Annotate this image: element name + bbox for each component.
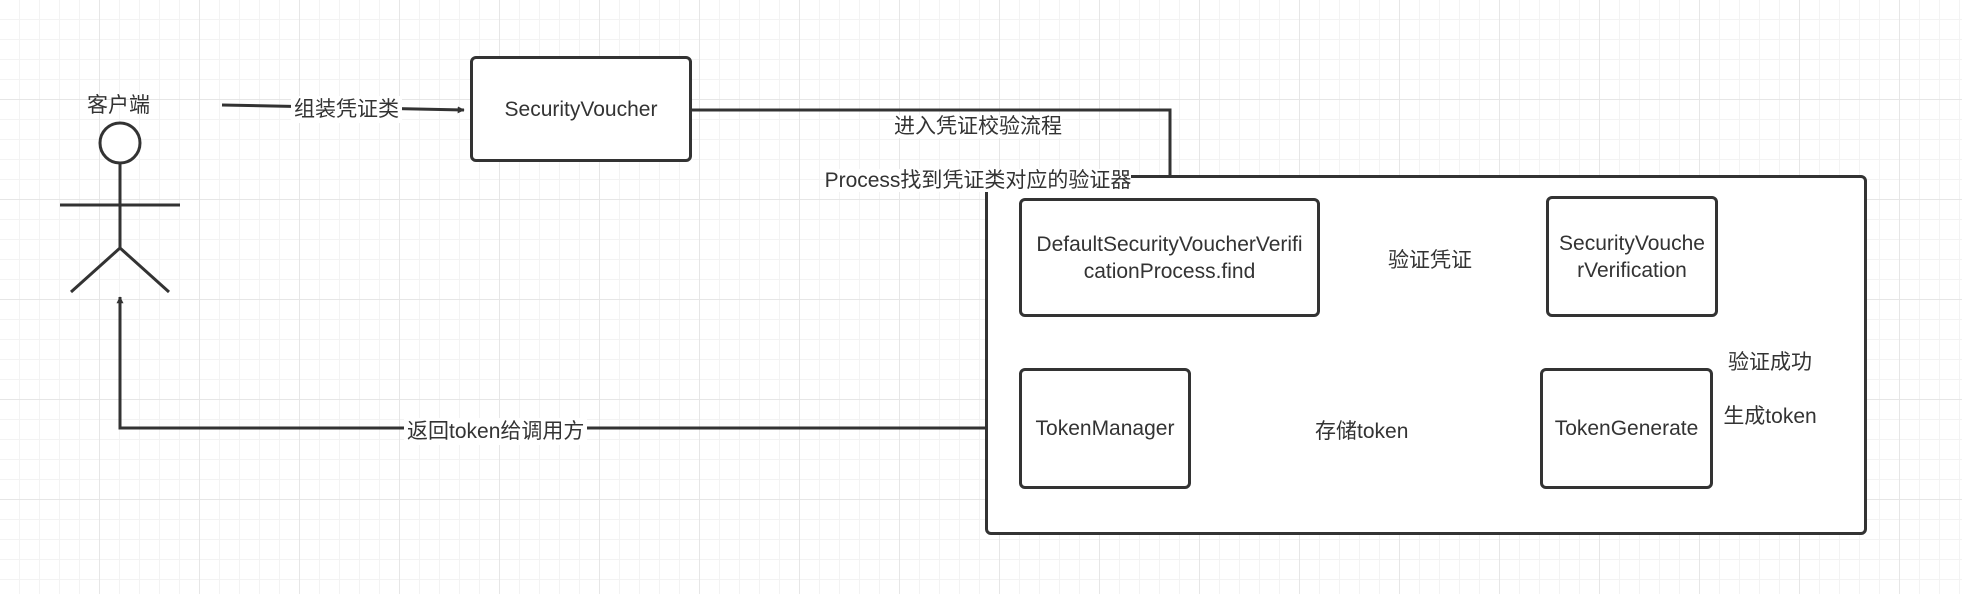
edge-label-verify-success: 验证成功 生成token xyxy=(1712,322,1828,457)
actor-figure xyxy=(60,121,180,294)
edge-label-verify-voucher: 验证凭证 xyxy=(1385,247,1475,274)
node-voucher-verification[interactable]: SecurityVoucherVerification xyxy=(1546,196,1718,317)
edge-label-return-token: 返回token给调用方 xyxy=(404,418,588,445)
node-token-generate[interactable]: TokenGenerate xyxy=(1540,368,1713,489)
edge-label-enter-flow-line1: 进入凭证校验流程 xyxy=(894,115,1062,138)
edge-label-enter-flow-line2: Process找到凭证类对应的验证器 xyxy=(824,169,1132,192)
actor-head xyxy=(98,121,142,165)
edge-return-token xyxy=(116,296,1019,430)
node-security-voucher[interactable]: SecurityVoucher xyxy=(470,56,692,162)
node-token-manager[interactable]: TokenManager xyxy=(1019,368,1191,489)
edge-label-verify-success-line2: 生成token xyxy=(1723,405,1817,428)
node-default-process[interactable]: DefaultSecurityVoucherVerificationProces… xyxy=(1019,198,1320,317)
edge-label-assemble-voucher: 组装凭证类 xyxy=(291,96,402,123)
edge-label-verify-success-line1: 验证成功 xyxy=(1728,351,1812,374)
edge-label-store-token: 存储token xyxy=(1312,418,1412,445)
edge-label-enter-flow: 进入凭证校验流程 Process找到凭证类对应的验证器 xyxy=(810,86,1146,221)
edge-enter-flow xyxy=(692,108,1174,197)
actor-left-leg xyxy=(69,246,122,294)
actor-label: 客户端 xyxy=(87,94,150,117)
actor-right-leg xyxy=(118,246,171,294)
